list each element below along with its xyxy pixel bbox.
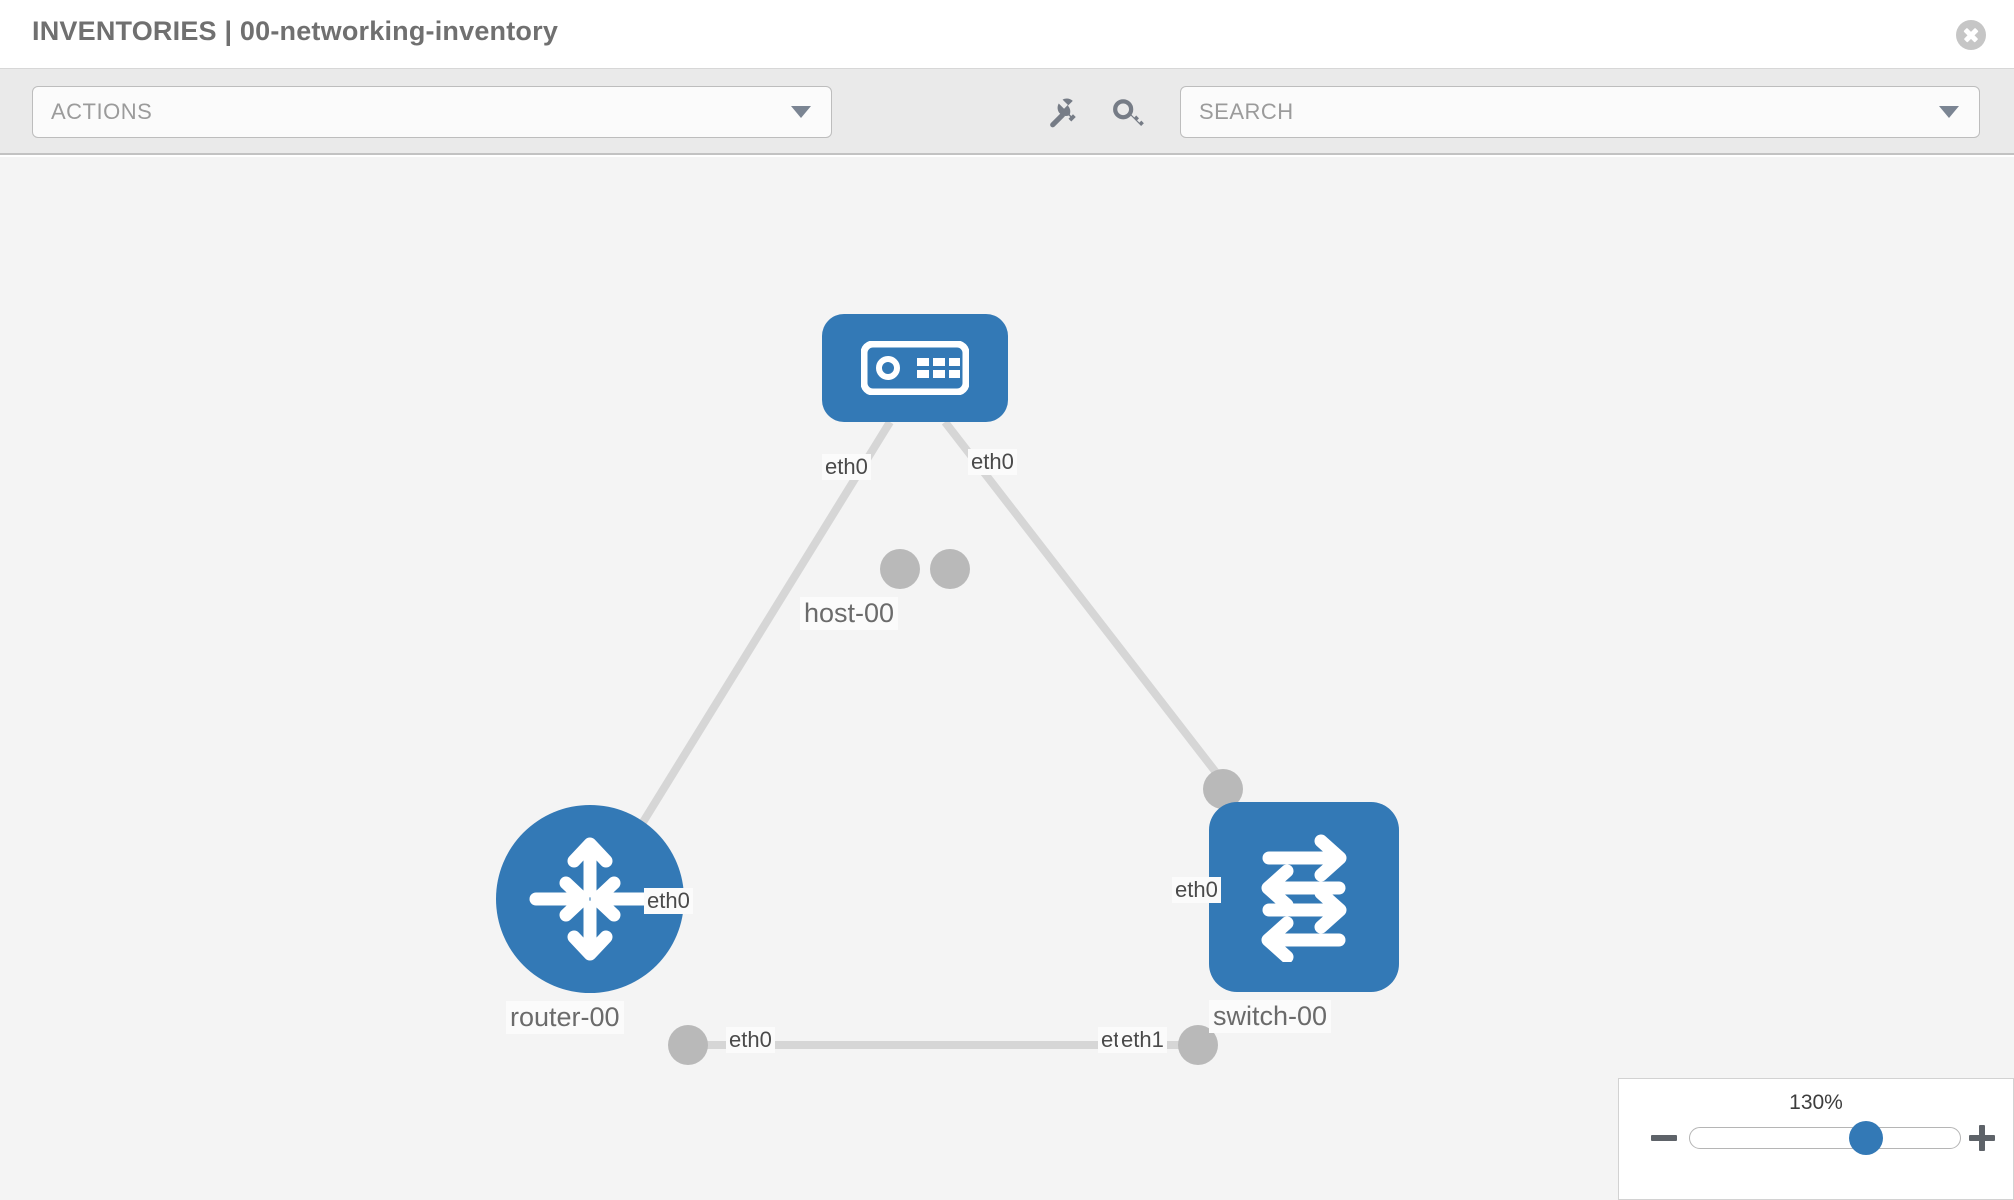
link-host-router: [636, 419, 894, 830]
link-host-switch: [941, 419, 1239, 800]
chevron-down-icon: [791, 106, 811, 118]
switch-node-label: switch-00: [1209, 1000, 1332, 1034]
edge-label-router-right: eth0: [726, 1027, 775, 1054]
host-node-label: host-00: [800, 597, 899, 631]
actions-dropdown-label: ACTIONS: [51, 99, 153, 124]
close-icon[interactable]: [1956, 20, 1986, 50]
host-node-shape: [822, 314, 1008, 422]
actions-dropdown[interactable]: ACTIONS: [32, 86, 832, 138]
zoom-control-panel: 130%: [1618, 1078, 2014, 1200]
zoom-out-button[interactable]: [1649, 1123, 1679, 1153]
switch-arrows-icon: [1261, 834, 1347, 962]
connector-host-left[interactable]: [880, 549, 920, 589]
zoom-level-value: 130%: [1789, 1091, 1843, 1114]
connector-host-right[interactable]: [930, 549, 970, 589]
edge-label-host-right: eth0: [968, 449, 1017, 476]
key-icon[interactable]: [1112, 96, 1146, 130]
switch-node-shape: [1209, 802, 1399, 992]
page-title: INVENTORIES | 00-networking-inventory: [32, 16, 559, 46]
search-input[interactable]: SEARCH: [1180, 86, 1980, 138]
zoom-in-button[interactable]: [1967, 1123, 1997, 1153]
wrench-icon[interactable]: [1046, 96, 1080, 130]
router-arrows-icon: [529, 837, 651, 961]
topology-links: [636, 419, 1239, 1049]
search-placeholder: SEARCH: [1199, 99, 1294, 124]
topology-canvas[interactable]: host-00 router-00: [0, 157, 2014, 1200]
server-device-icon: [861, 341, 969, 395]
connector-router-right[interactable]: [668, 1025, 708, 1065]
page-header: INVENTORIES | 00-networking-inventory: [0, 0, 2014, 69]
chevron-down-icon: [1939, 106, 1959, 118]
router-node-label: router-00: [506, 1001, 624, 1035]
edge-label-host-left: eth0: [822, 454, 871, 481]
toolbar: ACTIONS SEARCH: [0, 69, 2014, 155]
edge-label-router-up: eth0: [644, 888, 693, 915]
edge-label-switch-up: eth0: [1172, 877, 1221, 904]
zoom-slider-thumb[interactable]: [1848, 1121, 1883, 1155]
edge-label-switch-left: eth1: [1118, 1027, 1167, 1054]
zoom-slider[interactable]: [1689, 1121, 1961, 1155]
